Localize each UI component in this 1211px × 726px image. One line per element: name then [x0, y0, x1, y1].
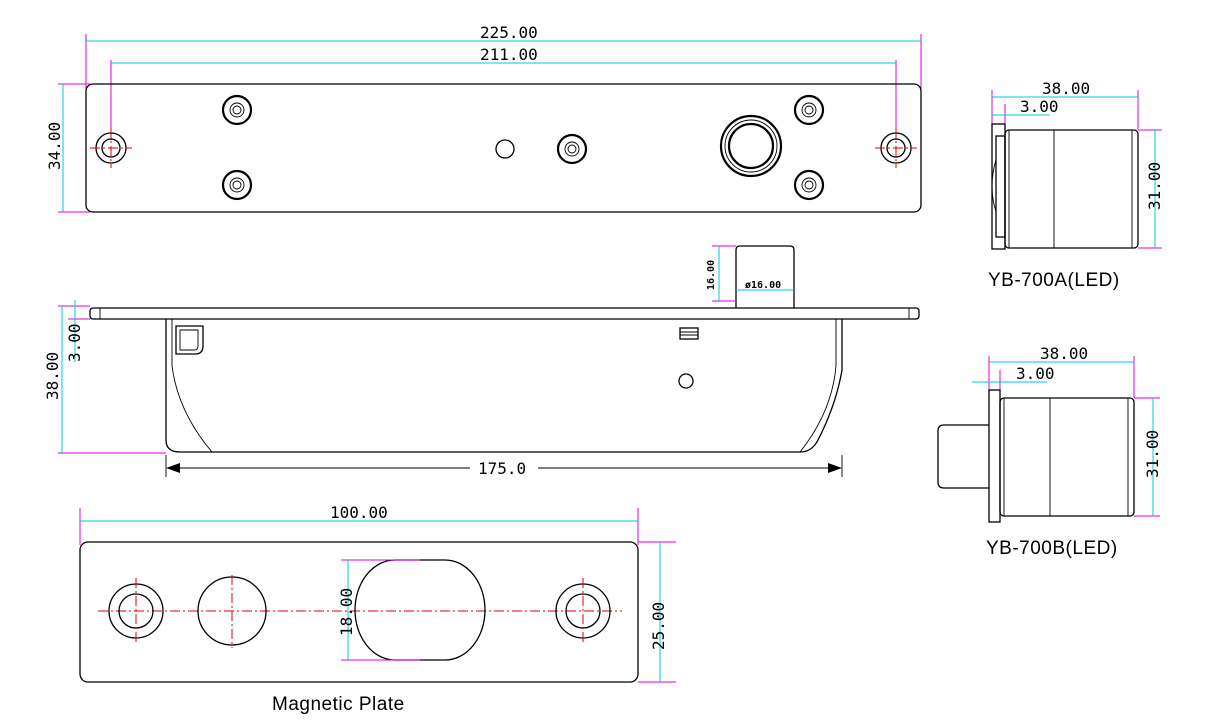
screw-icon — [556, 133, 588, 165]
screw-icon — [221, 169, 253, 201]
led-hole — [495, 139, 515, 159]
face-plate-outline — [85, 83, 922, 213]
yb700a-view: 38.00 3.00 31.00 YB-700A(LED) — [988, 79, 1164, 291]
screw-icon — [793, 169, 825, 201]
dim-31-b: 31.00 — [1143, 430, 1162, 478]
magnetic-plate-caption: Magnetic Plate — [272, 694, 405, 715]
dim-100: 100.00 — [330, 503, 388, 522]
dim-211: 211.00 — [480, 45, 538, 64]
model-b-caption: YB-700B(LED) — [986, 538, 1118, 559]
b-bolt — [937, 424, 989, 489]
top-view: 225.00 211.00 34.00 — [45, 23, 922, 213]
dim-38-side: 38.00 — [43, 352, 62, 400]
dim-175: 175.0 — [478, 459, 526, 478]
dim-3-side: 3.00 — [65, 323, 84, 362]
bolt — [735, 245, 795, 308]
dim-dia-16: ø16.00 — [745, 280, 781, 291]
screw-icon — [221, 94, 253, 126]
yb700b-view: 38.00 3.00 31.00 YB-700B(LED) — [937, 344, 1162, 559]
side-plate — [89, 307, 920, 320]
magnetic-plate-view: 100.00 18.00 25.00 Magnetic Plate — [79, 503, 676, 715]
dim-3-b: 3.00 — [1016, 364, 1055, 383]
dim-18: 18.00 — [337, 588, 356, 636]
dim-3-a: 3.00 — [1020, 97, 1059, 116]
model-a-caption: YB-700A(LED) — [988, 270, 1120, 291]
dim-225: 225.00 — [480, 23, 538, 42]
side-body — [165, 319, 843, 453]
dim-31-a: 31.00 — [1145, 162, 1164, 210]
b-body — [999, 397, 1135, 517]
dim-34: 34.00 — [45, 122, 64, 170]
magnetic-plate-outline — [79, 541, 639, 683]
plate-slot — [354, 559, 486, 661]
dim-16-bolt: 16.00 — [706, 260, 717, 290]
dim-38-a: 38.00 — [1042, 79, 1090, 98]
side-view: 16.00 ø16.00 3.00 38.00 175.0 — [43, 245, 920, 478]
bolt-opening — [719, 114, 783, 178]
dim-38-b: 38.00 — [1040, 344, 1088, 363]
b-flange — [988, 389, 1001, 523]
screw-icon — [793, 94, 825, 126]
dim-25: 25.00 — [649, 602, 668, 650]
side-led-hole — [678, 373, 694, 389]
a-body — [1004, 129, 1139, 249]
a-flange — [991, 123, 1006, 250]
